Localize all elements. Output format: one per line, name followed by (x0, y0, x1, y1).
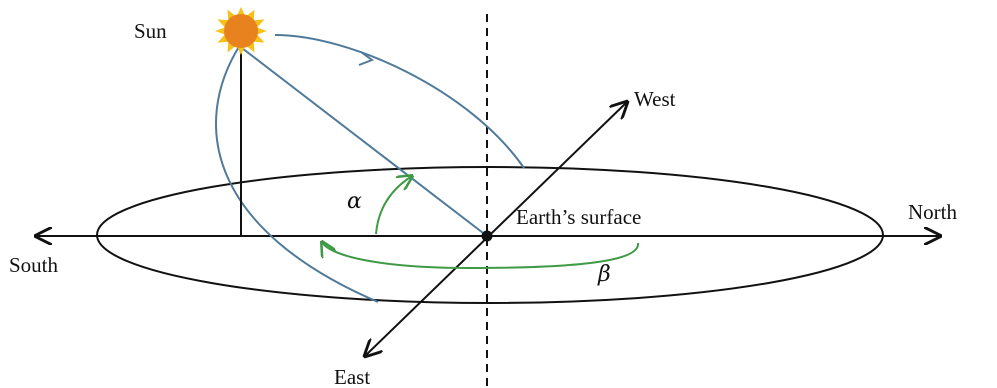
beta-label: β (597, 262, 611, 287)
sun-label: Sun (134, 19, 167, 43)
east-west-axis (365, 102, 627, 356)
sun-path-direction-arrow (358, 51, 375, 66)
south-label: South (9, 253, 59, 277)
north-label: North (908, 200, 957, 224)
sun-ray-line (237, 44, 488, 237)
azimuth-angle-arc (322, 242, 640, 270)
sun-path-front (215, 44, 379, 303)
earth-surface-label: Earth’s surface (516, 205, 641, 229)
sun-path-back (274, 34, 525, 169)
east-label: East (334, 365, 370, 388)
altitude-angle-arc (375, 176, 412, 235)
alpha-label: α (347, 189, 362, 214)
west-label: West (634, 87, 676, 111)
origin-point (481, 230, 493, 242)
sun-icon (215, 7, 267, 55)
